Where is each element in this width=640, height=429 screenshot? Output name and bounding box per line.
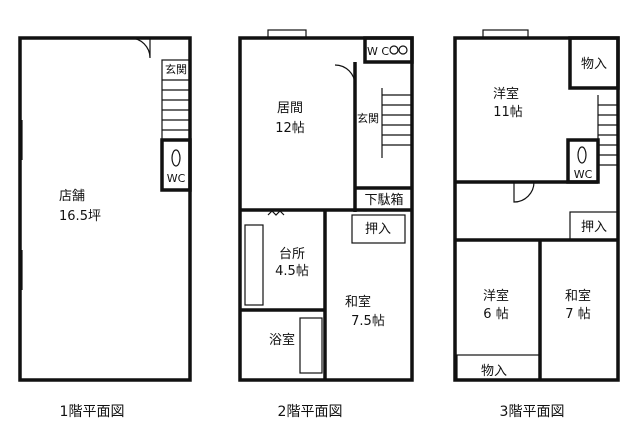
japanese-room-area: 7.5帖	[351, 314, 385, 329]
bath-label: 浴室	[269, 332, 295, 348]
floor-3-plan: 物入 洋室 11帖 WC 押入 洋室 6 帖 和室 7 帖 物入 3階平面図	[453, 29, 620, 420]
western-room-small-label: 洋室	[483, 288, 509, 304]
western-room-small-area: 6 帖	[483, 307, 508, 322]
western-room-large-label: 洋室	[493, 86, 519, 102]
shop-area: 16.5坪	[59, 209, 101, 224]
toilet-icon	[171, 149, 181, 167]
floor-1-caption: 1階平面図	[60, 404, 125, 420]
floor-2-caption: 2階平面図	[278, 404, 343, 420]
japanese-room-area: 7 帖	[565, 307, 590, 322]
storage-bottom-label: 物入	[481, 364, 507, 379]
japanese-room-label: 和室	[345, 294, 371, 310]
closet-label: 押入	[365, 222, 391, 237]
stairs	[162, 79, 190, 131]
entrance-label: 玄関	[165, 62, 187, 76]
western-room-large-area: 11帖	[493, 105, 523, 120]
wc-label: WC	[574, 168, 593, 181]
storage-top-label: 物入	[581, 57, 607, 72]
floor-3-caption: 3階平面図	[500, 404, 565, 420]
japanese-room-label: 和室	[565, 288, 591, 304]
shoe-box-label: 下駄箱	[364, 192, 403, 208]
shop-label: 店舗	[59, 189, 85, 204]
floor-1-plan: 玄関 WC 店舗 16.5坪 1階平面図	[18, 36, 192, 420]
wc-label: WC	[167, 172, 186, 185]
living-label: 居間	[277, 101, 303, 116]
kitchen-area: 4.5帖	[275, 264, 309, 279]
living-area: 12帖	[275, 121, 305, 136]
floor-2-plan: W C 居間 12帖 玄関 下駄箱 押入 台所 4.5帖 和室 7.5帖 浴室 …	[238, 29, 414, 420]
toilet-icon	[577, 146, 587, 164]
closet-label: 押入	[581, 220, 607, 235]
entrance-label: 玄関	[357, 111, 379, 125]
wc-label: W C	[367, 45, 389, 58]
kitchen-label: 台所	[279, 247, 305, 262]
